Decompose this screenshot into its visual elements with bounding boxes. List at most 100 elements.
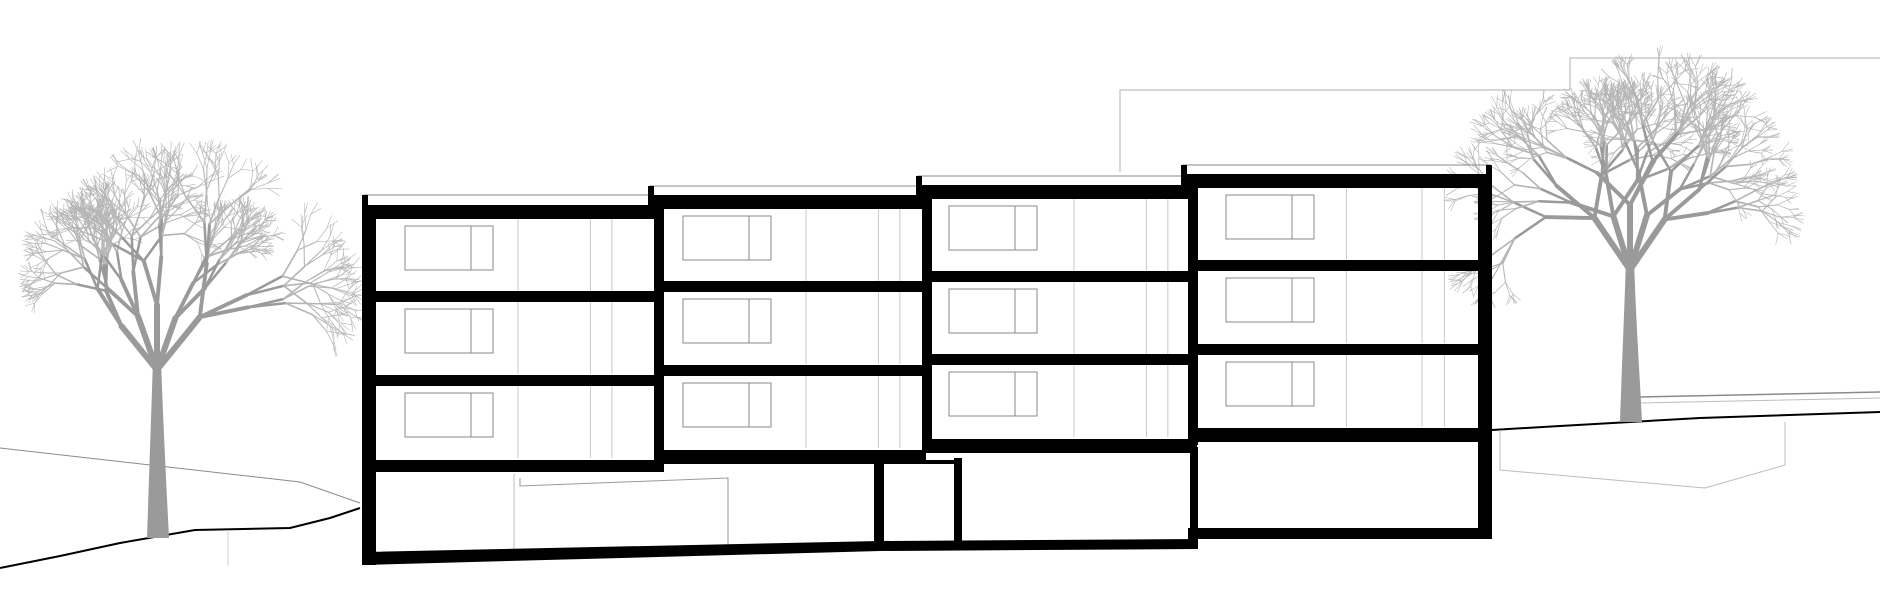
tree-branch xyxy=(1714,98,1717,109)
tree-branch xyxy=(41,208,45,221)
tree-branch xyxy=(267,174,279,184)
tree-branch xyxy=(1777,222,1790,232)
tree-branch xyxy=(1477,134,1487,140)
tree-branch xyxy=(208,196,220,225)
tree-branch xyxy=(267,178,281,184)
floor-slab xyxy=(1188,428,1492,442)
tree-branch xyxy=(1636,99,1643,120)
tree-branch xyxy=(1569,109,1576,120)
tree-branch xyxy=(33,255,46,262)
tree-branch xyxy=(327,242,332,256)
tree-branch xyxy=(113,206,116,220)
tree-branch xyxy=(1454,280,1464,292)
tree-branch xyxy=(1721,105,1732,108)
tree-branch xyxy=(1479,122,1490,127)
tree-branch xyxy=(145,148,148,160)
tree-branch xyxy=(310,208,322,215)
tree-branch xyxy=(1749,157,1770,165)
tree-branch xyxy=(1542,145,1567,159)
tree-branch xyxy=(45,215,55,219)
tree-branch xyxy=(134,145,139,159)
tree-branch xyxy=(202,167,208,192)
tree-branch xyxy=(263,247,272,252)
tree-branch xyxy=(1597,132,1611,138)
tree-branch xyxy=(1626,53,1633,65)
tree-branch xyxy=(1470,286,1474,299)
tree-branch xyxy=(1717,119,1732,136)
tree-branch xyxy=(236,224,247,242)
tree-branch xyxy=(1657,47,1660,61)
tree-branch xyxy=(310,202,318,215)
tree-branch xyxy=(1644,81,1651,91)
tree-branch xyxy=(151,147,159,162)
tree-branch xyxy=(269,215,274,226)
tree-branch xyxy=(21,290,31,293)
tree-branch xyxy=(198,141,203,154)
tree-branch xyxy=(1482,125,1496,137)
tree-branch xyxy=(255,162,259,175)
tree-branch xyxy=(1767,124,1776,131)
tree-branch xyxy=(352,314,364,322)
tree-branch xyxy=(130,181,139,188)
tree-branch xyxy=(139,215,161,238)
tree-branch xyxy=(1613,106,1626,120)
tree-branch xyxy=(1613,84,1618,93)
tree-branch xyxy=(42,257,50,271)
tree-branch xyxy=(1667,106,1678,112)
tree-branch xyxy=(173,143,180,157)
tree-branch xyxy=(1788,194,1797,200)
tree-branch xyxy=(321,244,333,256)
tree-branch xyxy=(1778,158,1785,166)
tree-branch xyxy=(197,241,203,255)
tree-branch xyxy=(84,201,90,215)
tree-branch xyxy=(1721,109,1731,122)
tree-branch xyxy=(1461,154,1474,160)
tree-branch xyxy=(331,327,335,338)
tree-branch xyxy=(20,265,30,272)
tree-branch xyxy=(333,231,343,242)
tree-branch xyxy=(1728,110,1733,119)
roof-block-1 xyxy=(362,205,664,219)
tree-branch xyxy=(203,190,208,224)
tree-branch xyxy=(1709,73,1715,86)
tree-branch xyxy=(187,195,200,199)
tree-branch xyxy=(1583,136,1594,144)
tree-branch xyxy=(27,282,33,294)
tree-branch xyxy=(1630,109,1640,113)
tree-branch xyxy=(1660,86,1665,95)
tree-branch xyxy=(1508,129,1520,135)
tree-branch xyxy=(1775,232,1779,245)
tree-branch xyxy=(1628,66,1630,82)
tree-branch xyxy=(176,172,179,183)
tree-branch xyxy=(132,179,139,188)
tree-branch xyxy=(82,179,90,191)
tree-branch xyxy=(1640,83,1645,99)
tree-branch xyxy=(331,239,343,246)
tree-branch xyxy=(71,189,74,204)
tree-branch xyxy=(1664,129,1677,144)
tree-branch xyxy=(1553,103,1562,112)
basement-wall xyxy=(954,458,962,546)
tree-branch xyxy=(107,216,114,223)
tree-branch xyxy=(1644,99,1648,110)
tree-branch xyxy=(320,303,337,312)
tree-branch xyxy=(1672,88,1676,110)
tree-branch xyxy=(116,212,123,222)
tree-branch xyxy=(1526,123,1541,130)
tree-branch xyxy=(1704,102,1712,118)
tree-branch xyxy=(1618,118,1626,143)
tree-branch xyxy=(1689,107,1701,110)
tree-branch xyxy=(1524,139,1545,148)
tree-branch xyxy=(246,301,287,309)
tree-branch xyxy=(42,236,55,242)
tree-branch xyxy=(47,272,62,287)
tree-branch xyxy=(56,210,67,216)
tree-branch xyxy=(148,172,155,193)
tree-branch xyxy=(1514,131,1526,141)
tree-branch xyxy=(1694,124,1710,137)
tree-branch xyxy=(1482,114,1490,124)
tree-branch xyxy=(82,197,86,213)
tree-branch xyxy=(118,200,122,209)
tree-branch xyxy=(1618,86,1628,95)
tree-branch xyxy=(1701,79,1709,88)
